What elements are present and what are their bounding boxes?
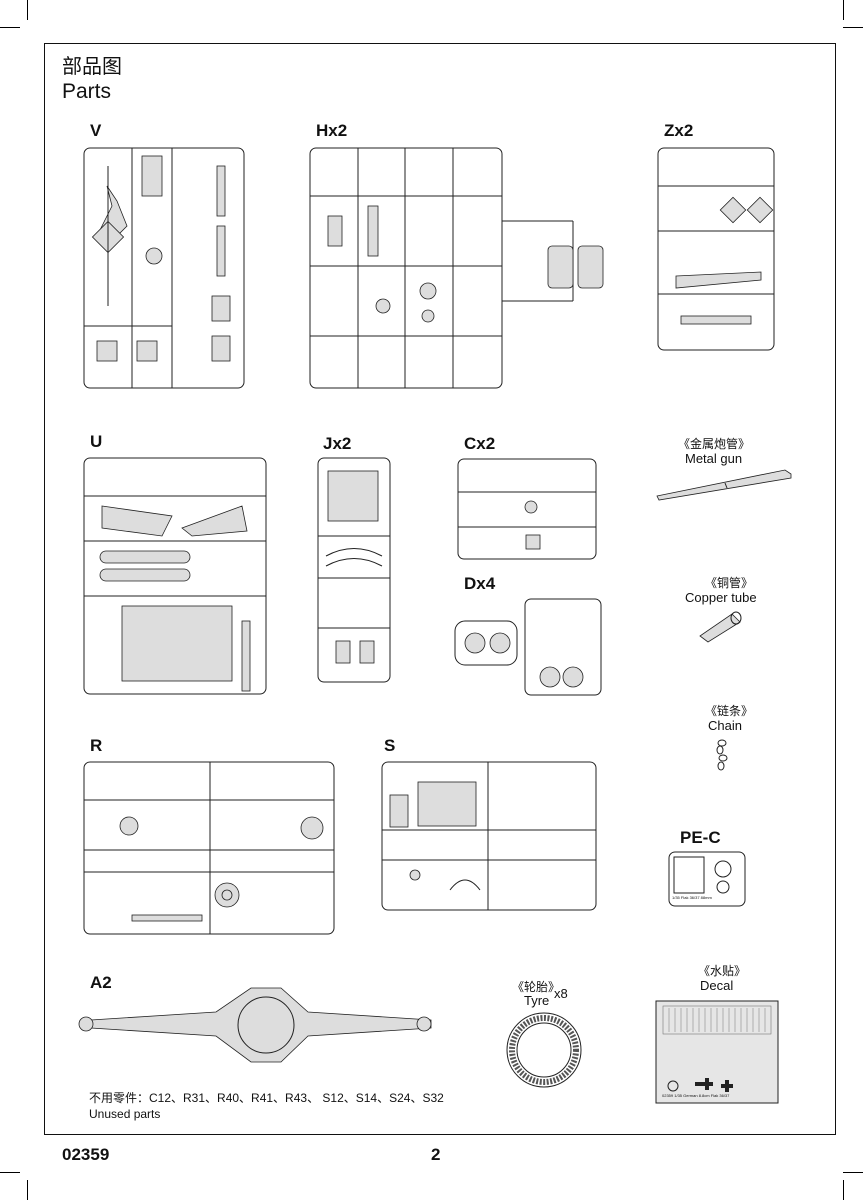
sprue-label-a2: A2 bbox=[90, 973, 112, 992]
sprue-d-drawing bbox=[454, 598, 602, 696]
crop-mark bbox=[843, 0, 844, 20]
sprue-label-s: S bbox=[384, 736, 396, 755]
tyre-drawing bbox=[506, 1012, 582, 1088]
sprue-label-z: Zx2 bbox=[664, 121, 694, 140]
chain-label-cn: 《链条》 bbox=[705, 704, 754, 718]
unused-parts-label: Unused parts bbox=[89, 1107, 161, 1121]
tyre-quantity: x8 bbox=[554, 986, 568, 1001]
sprue-label-h: Hx2 bbox=[316, 121, 348, 140]
chain-drawing bbox=[716, 739, 728, 771]
sprue-label-j: Jx2 bbox=[323, 434, 352, 453]
copper-tube-label-en: Copper tube bbox=[685, 590, 757, 605]
tyre-label-cn: 《轮胎》 bbox=[512, 980, 561, 994]
page-frame bbox=[44, 43, 836, 1135]
unused-parts-list: 不用零件：C12、R31、R40、R41、R43、 S12、S14、S24、S3… bbox=[89, 1091, 444, 1105]
crop-mark bbox=[843, 1172, 863, 1173]
sprue-label-r: R bbox=[90, 736, 103, 755]
sprue-c-drawing bbox=[457, 458, 597, 560]
sprue-h-drawing bbox=[309, 147, 604, 389]
sprue-z-drawing bbox=[657, 147, 775, 351]
metal-gun-label-en: Metal gun bbox=[685, 451, 743, 466]
decal-caption: 02359 1/35 German 8.8cm Flak 36/37 bbox=[662, 1093, 730, 1098]
sprue-label-pe: PE-C bbox=[680, 828, 721, 847]
sprue-v-drawing bbox=[83, 147, 245, 389]
chain-label-en: Chain bbox=[708, 718, 742, 733]
sprue-label-c: Cx2 bbox=[464, 434, 496, 453]
crop-mark bbox=[843, 1180, 844, 1200]
page-number: 2 bbox=[431, 1145, 441, 1164]
decal-label-cn: 《水贴》 bbox=[698, 964, 747, 978]
crop-mark bbox=[843, 27, 863, 28]
crop-mark bbox=[0, 27, 20, 28]
model-number: 02359 bbox=[62, 1145, 110, 1164]
decal-sheet-drawing bbox=[655, 1000, 779, 1104]
crop-mark bbox=[27, 0, 28, 20]
decal-label-en: Decal bbox=[700, 978, 734, 993]
copper-tube-label-cn: 《铜管》 bbox=[705, 576, 754, 590]
sprue-r-drawing bbox=[83, 761, 335, 935]
metal-gun-label-cn: 《金属炮管》 bbox=[678, 437, 751, 451]
pe-c-drawing bbox=[668, 851, 746, 907]
sprue-u-drawing bbox=[83, 457, 267, 695]
crop-mark bbox=[0, 1172, 20, 1173]
tyre-label-en: Tyre bbox=[524, 993, 550, 1008]
sprue-label-u: U bbox=[90, 432, 103, 451]
copper-tube-drawing bbox=[699, 611, 742, 643]
sprue-label-d: Dx4 bbox=[464, 574, 496, 593]
crop-mark bbox=[27, 1180, 28, 1200]
sprue-label-v: V bbox=[90, 121, 102, 140]
sprue-j-drawing bbox=[317, 457, 391, 683]
page-title-cn: 部品图 bbox=[62, 56, 122, 78]
part-a2-drawing bbox=[78, 987, 432, 1063]
metal-gun-drawing bbox=[656, 469, 792, 501]
pe-c-caption: 1/35 Flak 36/37 88mm bbox=[672, 895, 712, 900]
page-title-en: Parts bbox=[62, 80, 112, 103]
sprue-s-drawing bbox=[381, 761, 597, 911]
